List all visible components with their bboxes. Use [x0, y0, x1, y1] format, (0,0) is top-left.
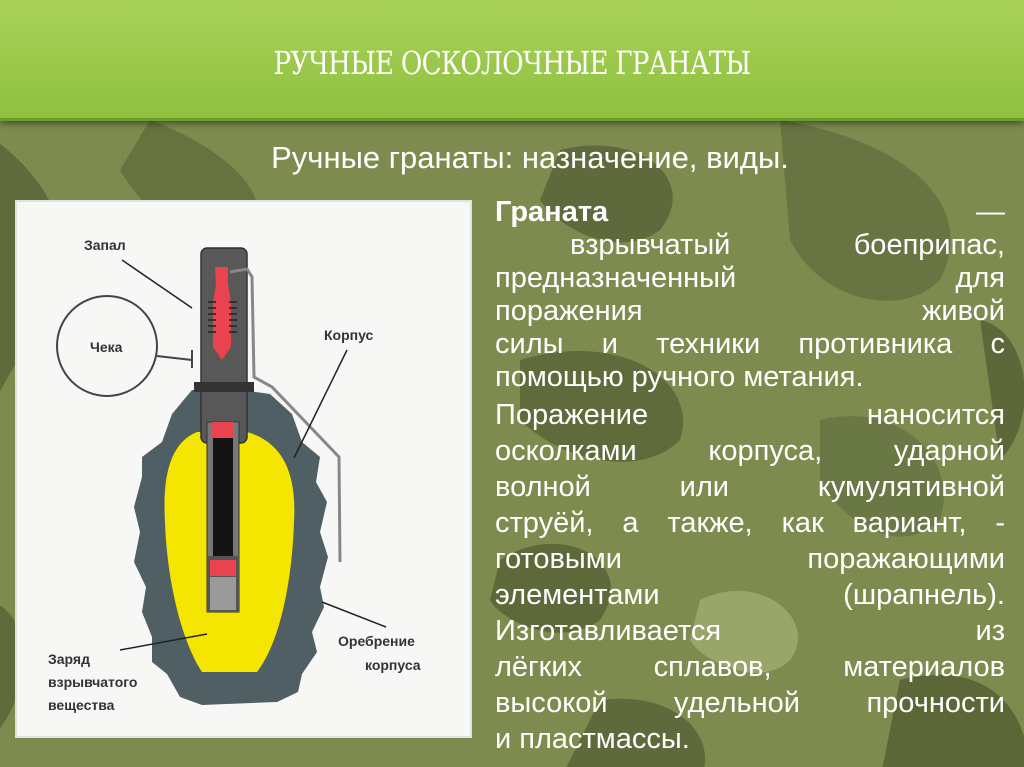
text-line: предназначенный для: [495, 262, 1005, 294]
title-bar: РУЧНЫЕ ОСКОЛОЧНЫЕ ГРАНАТЫ: [0, 0, 1024, 121]
text-line: помощью ручного метания.: [495, 361, 864, 393]
dash: —: [976, 196, 1005, 228]
text-line: поражения живой: [495, 295, 1005, 327]
text-line: Поражение наносится: [495, 399, 1005, 431]
text-line: лёгких сплавов, материалов: [495, 651, 1005, 683]
text-line: осколками корпуса, ударной: [495, 435, 1005, 467]
text-line: силы и техники противника с: [495, 328, 1005, 360]
text-line: и пластмассы.: [495, 723, 690, 755]
definition-paragraph: Граната — взрывчатый боеприпас, предназн…: [495, 196, 1005, 394]
label-pin: Чека: [90, 339, 123, 355]
pin-ring-icon: [56, 295, 158, 397]
label-fuse: Запал: [84, 237, 126, 253]
text-line: готовыми поражающими: [495, 543, 1005, 575]
slide-title: РУЧНЫЕ ОСКОЛОЧНЫЕ ГРАНАТЫ: [273, 44, 752, 82]
term: Граната: [495, 196, 609, 228]
label-body: Корпус: [324, 327, 374, 343]
label-charge-2: взрывчатого: [48, 674, 137, 690]
text-line: взрывчатый боеприпас,: [570, 229, 1005, 261]
text-line: элементами (шрапнель).: [495, 579, 1005, 611]
text-line: волной или кумулятивной: [495, 471, 1005, 503]
label-ribbing-2: корпуса: [365, 657, 421, 673]
description-paragraph: Поражение наносится осколками корпуса, у…: [495, 399, 1005, 759]
text-line: высокой удельной прочности: [495, 687, 1005, 719]
label-charge-3: вещества: [48, 697, 115, 713]
text-line: Изготавливается из: [495, 615, 1005, 647]
label-charge-1: Заряд: [48, 651, 90, 667]
grenade-diagram: Запал Чека Корпус Оребрение корпуса Заря…: [15, 200, 472, 738]
slide-subtitle: Ручные гранаты: назначение, виды.: [271, 140, 789, 175]
label-ribbing-1: Оребрение: [338, 633, 415, 649]
text-line: струёй, а также, как вариант, -: [495, 507, 1005, 539]
